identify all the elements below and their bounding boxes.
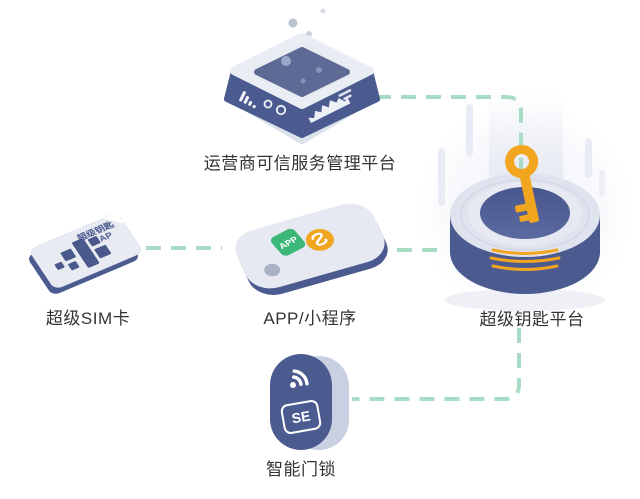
bubble-icon <box>288 18 298 28</box>
hub-screen <box>254 47 350 97</box>
platform-shadow <box>445 289 605 311</box>
node-label-sim: 超级SIM卡 <box>45 309 131 328</box>
phone-illustration: APP <box>235 203 388 295</box>
trusted-service-hub-illustration <box>224 8 380 144</box>
indicator-circle-icon <box>263 99 273 109</box>
se-badge-label: SE <box>290 407 311 426</box>
key-platform-illustration <box>445 145 605 311</box>
equalizer-icon <box>239 91 256 109</box>
smart-lock-illustration: SE <box>270 354 349 450</box>
node-label-platform: 超级钥匙平台 <box>479 310 585 329</box>
sim-notch <box>102 212 125 224</box>
vent-lines-icon <box>338 89 352 100</box>
light-bar-icon <box>599 170 605 196</box>
platform-hole <box>480 187 570 239</box>
app-badge: APP <box>270 228 306 256</box>
key-icon <box>505 145 540 223</box>
bubble-icon <box>320 8 326 14</box>
indicator-circle-icon <box>275 104 287 116</box>
sim-chip-icon <box>54 236 112 271</box>
se-badge: SE <box>280 400 322 434</box>
sim-card-illustration: 超级钥匙 CAP <box>29 212 141 294</box>
light-bar-icon <box>438 148 445 206</box>
nfc-signal-icon <box>290 369 309 388</box>
node-label-lock: 智能门锁 <box>266 460 336 479</box>
light-bar-icon <box>585 138 592 178</box>
light-bar-icon <box>466 104 473 156</box>
node-label-tsm: 运营商可信服务管理平台 <box>203 154 397 173</box>
connector-tsm-platform <box>376 95 523 170</box>
phone-button <box>264 263 281 277</box>
node-label-app: APP/小程序 <box>263 309 357 328</box>
connector-platform-lock <box>352 328 521 401</box>
platform-stripes <box>489 248 561 271</box>
miniprogram-logo-icon <box>305 228 334 251</box>
skyline-graph-icon <box>308 97 351 123</box>
